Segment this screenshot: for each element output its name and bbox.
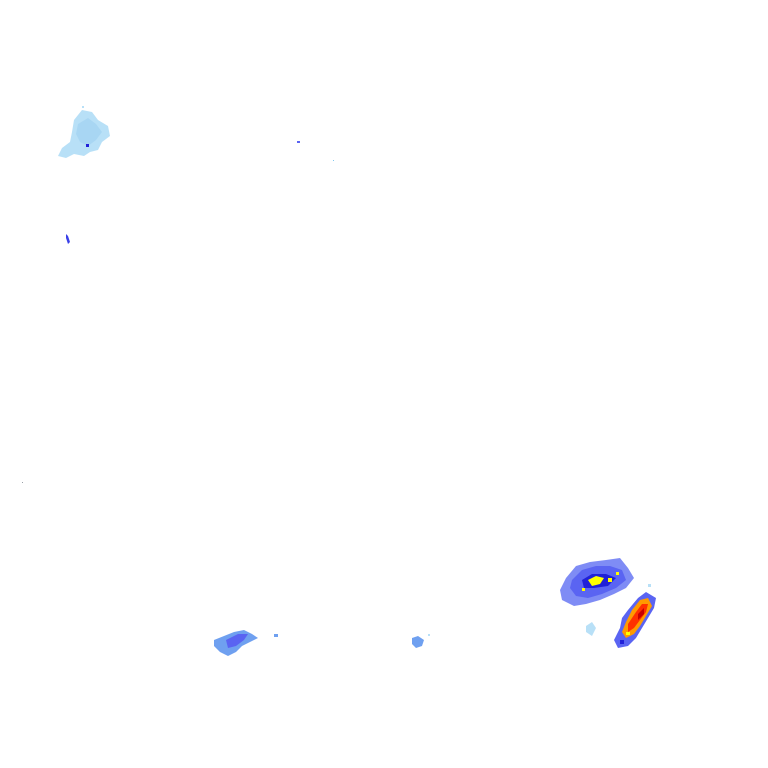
echo-southeast-cluster: [560, 558, 651, 636]
echo-southeast-cluster-fringe: [586, 622, 596, 636]
echo-west-dot: [22, 482, 23, 483]
echo-south-small-shape: [412, 636, 424, 648]
echo-southeast-cluster-heavy-3: [616, 572, 619, 575]
echo-northwest: [58, 106, 110, 158]
echo-southeast-cluster-heavy-4: [582, 588, 585, 591]
echo-south-central-speck: [274, 634, 278, 637]
echo-southeast-cluster-speck: [648, 584, 651, 587]
echo-south-central: [214, 630, 278, 656]
echo-west-speck-shape: [66, 234, 70, 244]
echo-south-small: [412, 634, 430, 648]
echo-northwest-small: [297, 141, 334, 161]
echo-northwest-speck: [82, 106, 84, 108]
echo-southeast-line-blue: [620, 640, 624, 644]
echo-southeast-cluster-heavy: [588, 576, 604, 586]
echo-southeast-line-yellow: [626, 632, 630, 635]
echo-top-speck-2: [333, 160, 334, 161]
echo-top-speck-1: [297, 141, 300, 143]
echo-southeast-cluster-heavy-2: [608, 578, 612, 582]
echo-west-speck: [22, 234, 70, 483]
echo-southeast-line-extreme: [638, 608, 644, 620]
echo-south-central-inner: [226, 634, 248, 648]
echo-southeast-line: [614, 592, 656, 648]
echo-south-small-speck: [428, 634, 430, 636]
echo-northwest-core: [86, 144, 89, 147]
echo-northwest-inner: [76, 118, 102, 146]
